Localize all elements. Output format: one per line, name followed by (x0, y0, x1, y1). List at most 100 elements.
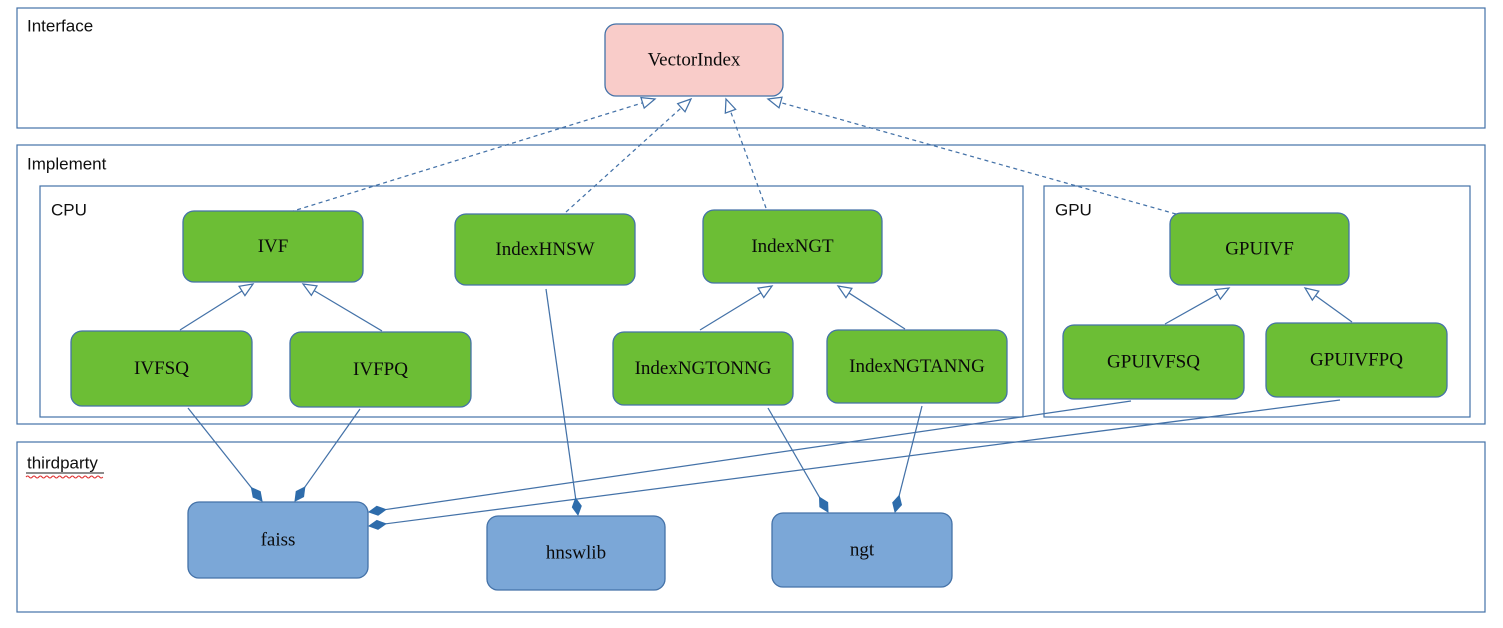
node-gpuivfsq[interactable]: GPUIVFSQ (1062, 324, 1245, 400)
composition-diamond-icon (571, 497, 582, 517)
group-label-implement: Implement (27, 154, 107, 173)
edge-ivfsq-to-ivf (179, 283, 255, 331)
composition-diamond-icon (250, 486, 263, 502)
node-box-indexhnsw[interactable] (454, 213, 636, 286)
generalization-arrowhead-icon (301, 283, 319, 297)
edge-line-gpuivfsq-to-gpuivf (1164, 292, 1220, 325)
edge-gpuivfpq-to-gpuivf (1303, 287, 1353, 323)
node-box-ivfpq[interactable] (289, 331, 472, 408)
edge-line-gpuivf-to-vectorindex (778, 101, 1177, 215)
generalization-arrowhead-icon (724, 97, 737, 115)
composition-diamond-icon (294, 486, 306, 502)
node-label-ivfpq: IVFPQ (353, 359, 408, 380)
node-label-ivf: IVF (258, 236, 289, 257)
edge-line-faiss-to-ivfpq (303, 408, 361, 489)
node-box-gpuivf[interactable] (1169, 212, 1350, 286)
node-label-vectorindex: VectorIndex (648, 49, 741, 70)
generalization-arrowhead-icon (757, 285, 774, 299)
edge-gpuivfsq-to-gpuivf (1164, 287, 1231, 325)
generalization-arrowhead-icon (766, 96, 783, 109)
edge-faiss-to-ivfpq (294, 408, 361, 502)
spellcheck-squiggle-icon (25, 475, 104, 479)
edge-gpuivf-to-vectorindex (766, 96, 1177, 215)
edge-line-indexngt-to-vectorindex (729, 109, 767, 209)
node-label-ivfsq: IVFSQ (134, 358, 189, 379)
node-box-faiss[interactable] (187, 501, 369, 579)
node-indexngtonng[interactable]: IndexNGTONNG (612, 331, 794, 406)
edge-line-ivfpq-to-ivf (312, 289, 383, 332)
node-label-faiss: faiss (261, 529, 296, 550)
generalization-arrowhead-icon (1213, 287, 1231, 301)
composition-diamond-icon (367, 505, 387, 516)
node-box-vectorindex[interactable] (604, 23, 784, 97)
edge-line-indexngtonng-to-indexngt (699, 291, 763, 331)
edge-faiss-to-gpuivfpq (367, 399, 1341, 530)
edge-line-ngt-to-indexngtanng (898, 405, 923, 497)
node-ngt[interactable]: ngt (771, 512, 953, 588)
edge-hnswlib-to-indexhnsw (545, 288, 582, 517)
node-label-indexhnsw: IndexHNSW (495, 239, 594, 260)
edge-line-faiss-to-gpuivfsq (384, 400, 1132, 511)
edge-line-ngt-to-indexngtonng (767, 407, 821, 499)
generalization-arrowhead-icon (238, 283, 255, 297)
node-gpuivfpq[interactable]: GPUIVFPQ (1265, 322, 1448, 398)
edge-line-ivfsq-to-ivf (179, 289, 245, 331)
node-hnswlib[interactable]: hnswlib (486, 515, 666, 591)
node-indexngt[interactable]: IndexNGT (702, 209, 883, 284)
node-label-gpuivfpq: GPUIVFPQ (1310, 349, 1403, 370)
node-label-indexngt: IndexNGT (751, 236, 834, 257)
edge-indexngtanng-to-indexngt (836, 285, 906, 330)
edge-ngt-to-indexngtanng (892, 405, 923, 514)
edge-faiss-to-gpuivfsq (367, 400, 1132, 516)
edge-indexngtonng-to-indexngt (699, 285, 774, 331)
node-label-hnswlib: hnswlib (546, 542, 606, 563)
node-box-indexngtonng[interactable] (612, 331, 794, 406)
node-label-indexngtanng: IndexNGTANNG (849, 356, 985, 377)
edge-ivf-to-vectorindex (289, 96, 657, 213)
node-box-indexngtanng[interactable] (826, 329, 1008, 404)
edge-line-ivf-to-vectorindex (289, 101, 645, 213)
edge-line-faiss-to-ivfsq (187, 407, 253, 489)
node-label-ngt: ngt (850, 539, 875, 560)
edge-line-hnswlib-to-indexhnsw (545, 288, 577, 500)
node-box-ivf[interactable] (182, 210, 364, 283)
composition-diamond-icon (367, 519, 387, 530)
node-faiss[interactable]: faiss (187, 501, 369, 579)
node-ivfpq[interactable]: IVFPQ (289, 331, 472, 408)
group-label-interface: Interface (27, 16, 93, 35)
edge-indexngt-to-vectorindex (724, 97, 767, 209)
node-ivfsq[interactable]: IVFSQ (70, 330, 253, 407)
node-box-ngt[interactable] (771, 512, 953, 588)
composition-diamond-icon (892, 494, 903, 514)
group-label-cpu: CPU (51, 200, 87, 219)
generalization-arrowhead-icon (676, 97, 693, 113)
node-gpuivf[interactable]: GPUIVF (1169, 212, 1350, 286)
composition-diamond-icon (818, 496, 829, 513)
generalization-arrowhead-icon (640, 96, 657, 110)
node-box-hnswlib[interactable] (486, 515, 666, 591)
node-label-indexngtonng: IndexNGTONNG (635, 358, 772, 379)
edge-line-faiss-to-gpuivfpq (384, 399, 1341, 525)
node-indexhnsw[interactable]: IndexHNSW (454, 213, 636, 286)
group-label-gpu: GPU (1055, 200, 1092, 219)
node-box-gpuivfpq[interactable] (1265, 322, 1448, 398)
node-box-indexngt[interactable] (702, 209, 883, 284)
generalization-arrowhead-icon (1303, 287, 1320, 302)
edge-line-indexngtanng-to-indexngt (846, 291, 906, 330)
node-box-gpuivfsq[interactable] (1062, 324, 1245, 400)
edge-faiss-to-ivfsq (187, 407, 263, 502)
node-ivf[interactable]: IVF (182, 210, 364, 283)
generalization-arrowhead-icon (836, 285, 853, 299)
node-box-ivfsq[interactable] (70, 330, 253, 407)
node-vectorindex[interactable]: VectorIndex (604, 23, 784, 97)
edge-line-indexhnsw-to-vectorindex (565, 105, 684, 213)
edge-ivfpq-to-ivf (301, 283, 383, 332)
group-label-thirdparty: thirdparty (27, 453, 98, 472)
edge-ngt-to-indexngtonng (767, 407, 829, 513)
node-indexngtanng[interactable]: IndexNGTANNG (826, 329, 1008, 404)
edge-line-gpuivfpq-to-gpuivf (1313, 293, 1353, 323)
node-label-gpuivfsq: GPUIVFSQ (1107, 351, 1200, 372)
